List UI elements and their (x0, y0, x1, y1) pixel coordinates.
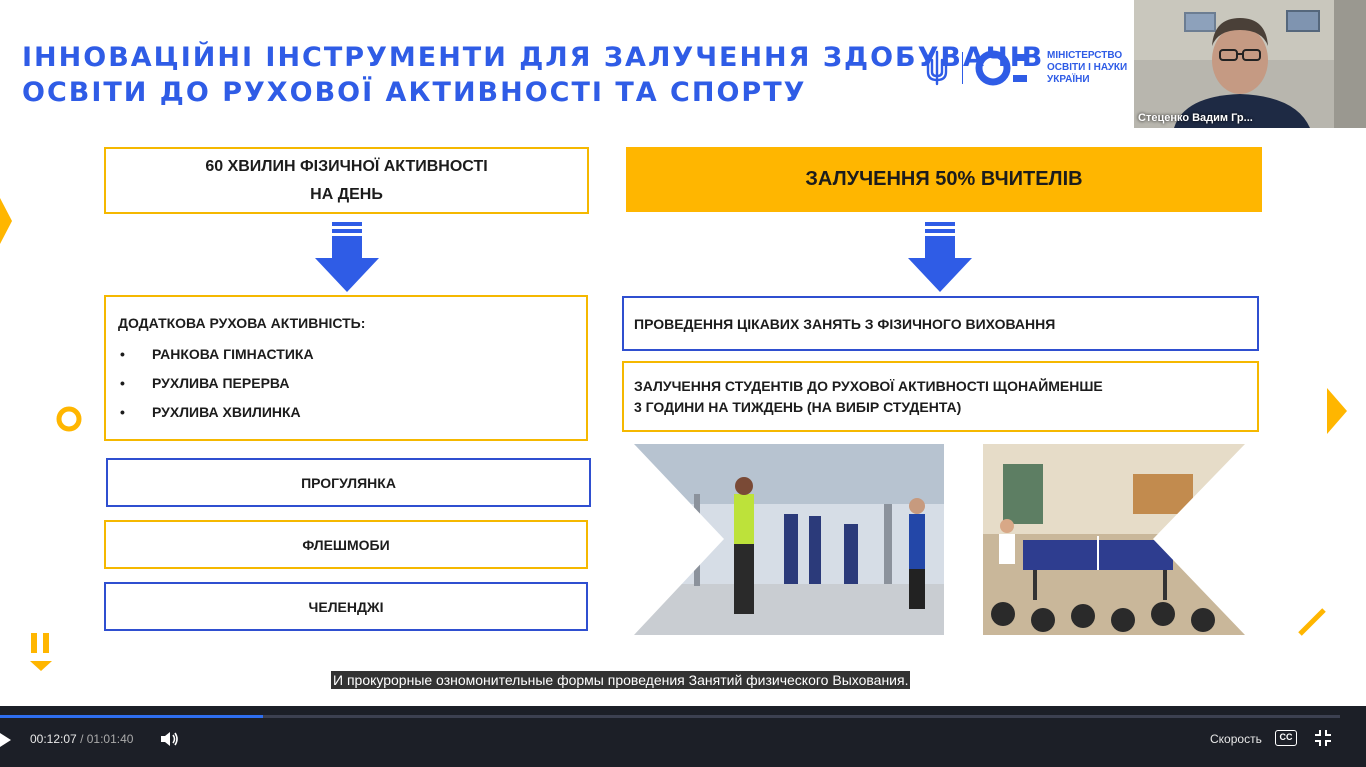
down-arrow-right-icon (908, 222, 972, 292)
bottom-arrow-decoration (30, 633, 52, 671)
speed-button[interactable]: Скорость (1210, 732, 1262, 746)
right-triangle-decoration (1327, 388, 1347, 434)
goal-box-teachers: ЗАЛУЧЕННЯ 50% ВЧИТЕЛІВ (626, 147, 1262, 212)
ministry-name: МІНІСТЕРСТВО ОСВІТИ І НАУКИ УКРАЇНИ (1047, 50, 1128, 85)
interesting-lessons-box: ПРОВЕДЕННЯ ЦІКАВИХ ЗАНЯТЬ З ФІЗИЧНОГО ВИ… (622, 296, 1259, 351)
circle-decoration (56, 406, 82, 432)
list-item: •РУХЛИВА ХВИЛИНКА (120, 403, 301, 420)
exit-fullscreen-icon[interactable] (1314, 729, 1332, 747)
student-activity-box: ЗАЛУЧЕННЯ СТУДЕНТІВ ДО РУХОВОЇ АКТИВНОСТ… (622, 361, 1259, 432)
cc-icon[interactable]: CC (1275, 730, 1297, 746)
gym-photo (634, 444, 944, 635)
down-arrow-left-icon (315, 222, 379, 292)
extra-activity-heading: ДОДАТКОВА РУХОВА АКТИВНІСТЬ: (118, 315, 366, 331)
progress-fill (0, 715, 263, 718)
participant-name: Стеценко Вадим Гр... (1138, 112, 1253, 124)
control-row: 00:12:07 / 01:01:40 Скорость CC (0, 726, 1366, 754)
logo-divider (962, 52, 963, 84)
table-tennis-photo (983, 444, 1245, 635)
extra-activity-list: •РАНКОВА ГІМНАСТИКА •РУХЛИВА ПЕРЕРВА •РУ… (118, 339, 574, 426)
progress-bar[interactable] (0, 715, 1340, 718)
volume-icon[interactable] (160, 730, 180, 748)
trident-icon (926, 50, 948, 86)
time-display: 00:12:07 / 01:01:40 (30, 732, 133, 746)
left-triangle-decoration (0, 198, 12, 244)
list-item: •РАНКОВА ГІМНАСТИКА (120, 345, 314, 362)
extra-activity-box: ДОДАТКОВА РУХОВА АКТИВНІСТЬ: •РАНКОВА ГІ… (104, 295, 588, 441)
flashmob-box: ФЛЕШМОБИ (104, 520, 588, 569)
challenge-box: ЧЕЛЕНДЖІ (104, 582, 588, 631)
duration: 01:01:40 (86, 732, 134, 746)
slash-decoration (1298, 608, 1326, 636)
list-item: •РУХЛИВА ПЕРЕРВА (120, 374, 290, 391)
walk-box: ПРОГУЛЯНКА (106, 458, 591, 507)
goal-box-activity: 60 ХВИЛИН ФІЗИЧНОЇ АКТИВНОСТІ НА ДЕНЬ (104, 147, 589, 214)
participant-video-feed (1134, 0, 1366, 128)
participant-video[interactable]: Стеценко Вадим Гр... (1134, 0, 1366, 128)
time-separator: / (80, 732, 84, 746)
slide-title-line1: ІННОВАЦІЙНІ ІНСТРУМЕНТИ ДЛЯ ЗАЛУЧЕННЯ ЗД… (22, 42, 1045, 73)
player-controls: 00:12:07 / 01:01:40 Скорость CC (0, 706, 1366, 767)
video-subtitle: И прокурорные озномонительные формы пров… (331, 671, 911, 689)
current-time: 00:12:07 (30, 732, 77, 746)
slide-title: ІННОВАЦІЙНІ ІНСТРУМЕНТИ ДЛЯ ЗАЛУЧЕННЯ ЗД… (22, 40, 1045, 110)
slide-title-line2: ОСВІТИ ДО РУХОВОЇ АКТИВНОСТІ ТА СПОРТУ (22, 77, 807, 108)
play-icon[interactable] (0, 733, 11, 747)
ministry-logo: МІНІСТЕРСТВО ОСВІТИ І НАУКИ УКРАЇНИ (924, 46, 1127, 90)
ministry-mark-icon (975, 50, 1027, 86)
